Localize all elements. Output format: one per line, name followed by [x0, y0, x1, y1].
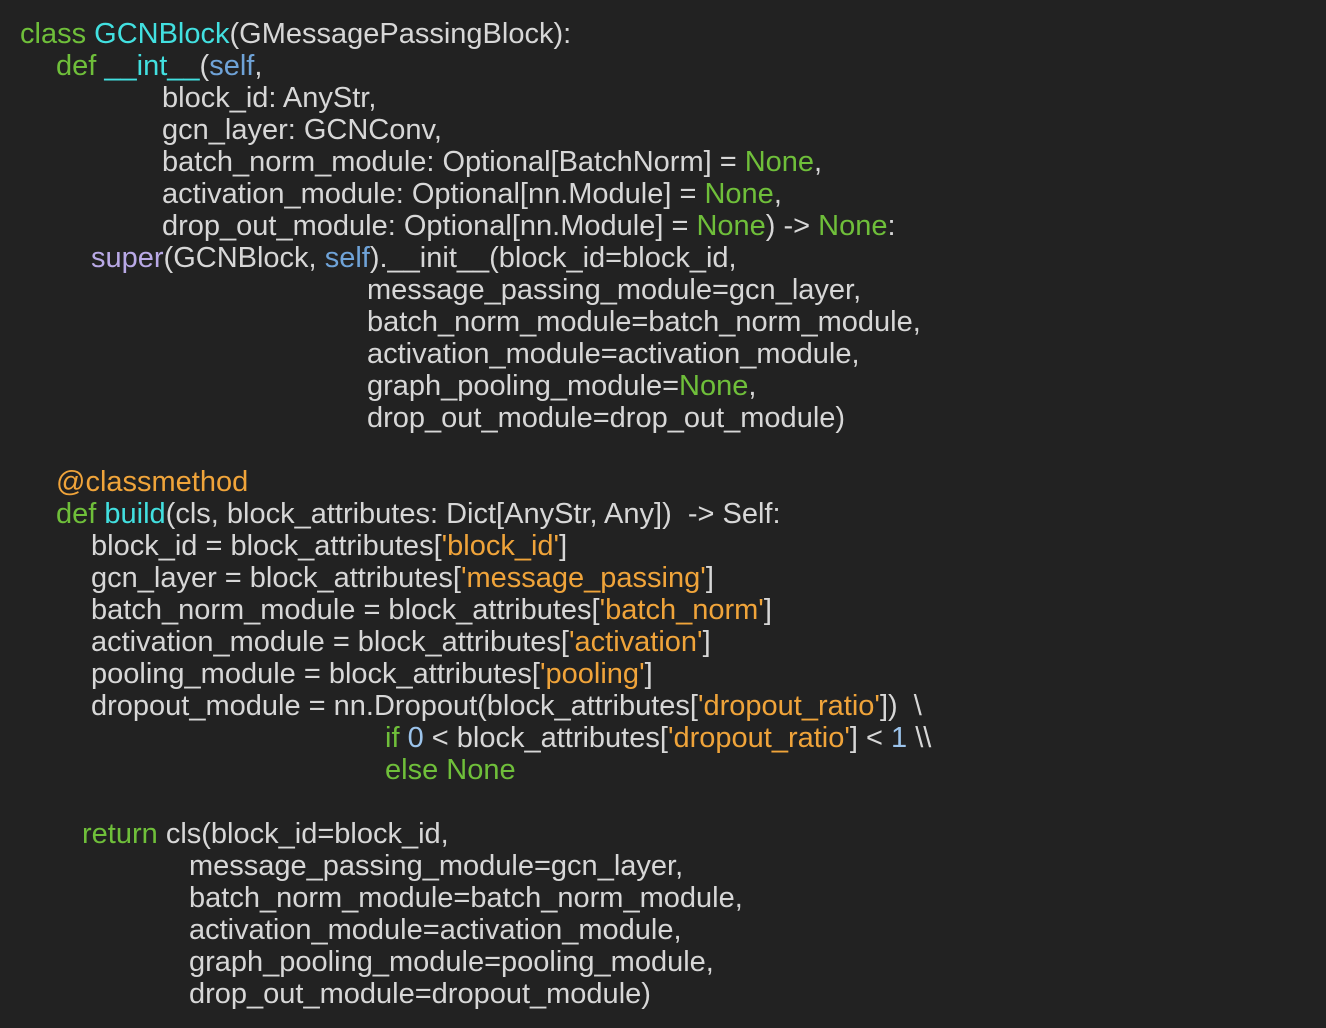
code-line: activation_module=activation_module,: [189, 914, 682, 946]
code-line: return cls(block_id=block_id,: [82, 818, 449, 850]
code-token: ).__init__(block_id=block_id,: [369, 242, 737, 274]
code-token: pooling_module = block_attributes[: [91, 658, 540, 690]
code-token: return: [82, 818, 166, 850]
code-token: (GCNBlock,: [163, 242, 325, 274]
code-token: batch_norm_module: Optional[BatchNorm] =: [162, 146, 745, 178]
code-line: batch_norm_module=batch_norm_module,: [367, 306, 921, 338]
code-token: None: [818, 210, 888, 242]
code-token: activation_module = block_attributes[: [91, 626, 569, 658]
code-token: build: [104, 498, 166, 530]
code-token: activation_module: Optional[nn.Module] =: [162, 178, 705, 210]
code-token: None: [704, 178, 774, 210]
code-line: block_id = block_attributes['block_id']: [91, 530, 567, 562]
code-token: 'batch_norm': [599, 594, 764, 626]
code-line: dropout_module = nn.Dropout(block_attrib…: [91, 690, 922, 722]
code-token: 1: [891, 722, 908, 754]
code-token: None: [679, 370, 749, 402]
code-token: activation_module=activation_module,: [189, 914, 682, 946]
code-token: ,: [773, 178, 782, 210]
code-token: @classmethod: [56, 466, 249, 498]
code-line: batch_norm_module = block_attributes['ba…: [91, 594, 772, 626]
code-line: drop_out_module=dropout_module): [189, 978, 651, 1010]
code-token: __int__: [104, 50, 200, 82]
code-line: message_passing_module=gcn_layer,: [189, 850, 683, 882]
code-line: def build(cls, block_attributes: Dict[An…: [56, 498, 781, 530]
code-line: if 0 < block_attributes['dropout_ratio']…: [385, 722, 931, 754]
code-token: ]: [763, 594, 772, 626]
code-token: ,: [814, 146, 823, 178]
code-line: activation_module: Optional[nn.Module] =…: [162, 178, 782, 210]
code-token: cls(block_id=block_id,: [165, 818, 449, 850]
code-line: pooling_module = block_attributes['pooli…: [91, 658, 653, 690]
code-token: 0: [407, 722, 424, 754]
code-token: 'message_passing': [460, 562, 706, 594]
code-token: activation_module=activation_module,: [367, 338, 860, 370]
code-token: 'block_id': [441, 530, 560, 562]
code-token: message_passing_module=gcn_layer,: [189, 850, 684, 882]
code-token: \\: [907, 722, 932, 754]
code-token: block_id = block_attributes[: [91, 530, 442, 562]
code-line: class GCNBlock(GMessagePassingBlock):: [20, 18, 571, 50]
code-token: ]: [702, 626, 711, 658]
code-token: self: [209, 50, 255, 82]
code-token: (GMessagePassingBlock):: [229, 18, 572, 50]
code-token: super: [91, 242, 164, 274]
code-line: activation_module=activation_module,: [367, 338, 860, 370]
code-token: graph_pooling_module=: [367, 370, 680, 402]
code-token: batch_norm_module=batch_norm_module,: [189, 882, 743, 914]
code-line: batch_norm_module: Optional[BatchNorm] =…: [162, 146, 822, 178]
code-line: drop_out_module: Optional[nn.Module] = N…: [162, 210, 896, 242]
code-token: (cls, block_attributes: Dict[AnyStr, Any…: [165, 498, 781, 530]
code-token: gcn_layer: GCNConv,: [162, 114, 442, 146]
code-token: def: [56, 50, 105, 82]
code-token: ,: [748, 370, 757, 402]
code-line: activation_module = block_attributes['ac…: [91, 626, 711, 658]
code-line: super(GCNBlock, self).__init__(block_id=…: [91, 242, 737, 274]
code-token: drop_out_module=dropout_module): [189, 978, 651, 1010]
code-token: ]: [705, 562, 714, 594]
code-token: (: [199, 50, 210, 82]
code-token: ] <: [849, 722, 892, 754]
code-token: self: [324, 242, 370, 274]
code-line: drop_out_module=drop_out_module): [367, 402, 845, 434]
code-token: message_passing_module=gcn_layer,: [367, 274, 862, 306]
code-token: GCNBlock: [94, 18, 230, 50]
code-token: :: [887, 210, 896, 242]
code-line: graph_pooling_module=None,: [367, 370, 756, 402]
code-token: batch_norm_module = block_attributes[: [91, 594, 600, 626]
code-token: else None: [385, 754, 516, 786]
code-token: block_id: AnyStr,: [162, 82, 377, 114]
code-token: dropout_module = nn.Dropout(block_attrib…: [91, 690, 698, 722]
code-token: if: [385, 722, 408, 754]
code-token: ) ->: [765, 210, 819, 242]
code-token: gcn_layer = block_attributes[: [91, 562, 461, 594]
code-token: graph_pooling_module=pooling_module,: [189, 946, 714, 978]
code-token: 'activation': [568, 626, 703, 658]
code-token: None: [696, 210, 766, 242]
code-token: 'dropout_ratio': [697, 690, 880, 722]
code-line: @classmethod: [56, 466, 248, 498]
code-token: class: [20, 18, 95, 50]
code-token: < block_attributes[: [423, 722, 668, 754]
code-line: block_id: AnyStr,: [162, 82, 376, 114]
code-token: def: [56, 498, 105, 530]
code-token: drop_out_module=drop_out_module): [367, 402, 846, 434]
code-token: 'dropout_ratio': [667, 722, 850, 754]
code-token: ,: [254, 50, 263, 82]
code-line: def __int__(self,: [56, 50, 262, 82]
code-line: batch_norm_module=batch_norm_module,: [189, 882, 743, 914]
code-token: drop_out_module: Optional[nn.Module] =: [162, 210, 697, 242]
code-token: ]: [559, 530, 568, 562]
code-line: gcn_layer: GCNConv,: [162, 114, 442, 146]
code-token: batch_norm_module=batch_norm_module,: [367, 306, 921, 338]
code-token: None: [744, 146, 815, 178]
code-line: message_passing_module=gcn_layer,: [367, 274, 861, 306]
code-token: ]: [644, 658, 653, 690]
code-token: ]) \: [879, 690, 922, 722]
code-line: else None: [385, 754, 516, 786]
code-token: 'pooling': [540, 658, 645, 690]
code-line: graph_pooling_module=pooling_module,: [189, 946, 714, 978]
code-line: gcn_layer = block_attributes['message_pa…: [91, 562, 714, 594]
